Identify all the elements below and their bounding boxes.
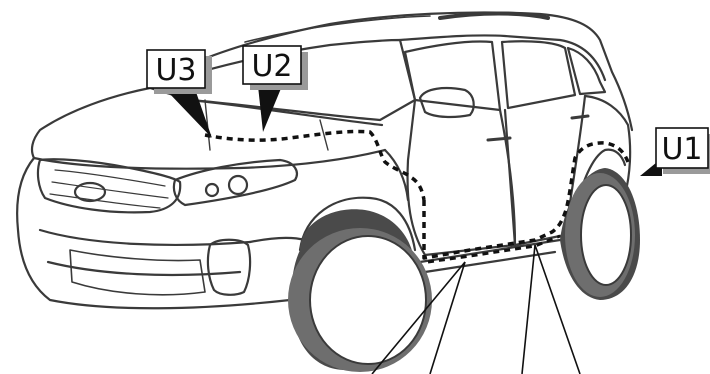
front-door: [408, 100, 515, 255]
callout-u1-label: U1: [661, 132, 702, 167]
callout-u2: U2: [243, 46, 308, 132]
callout-u1: U1: [640, 128, 710, 176]
callout-u2-label: U2: [251, 49, 292, 84]
roof-rail: [440, 14, 548, 19]
callout-u3-label: U3: [155, 53, 196, 88]
fog-light: [208, 240, 250, 295]
rear-door-window: [502, 41, 575, 108]
vehicle-roof: [148, 12, 632, 130]
front-door-window: [405, 41, 500, 110]
harness-cowl-route: [205, 131, 424, 200]
callout-u3: U3: [147, 50, 212, 138]
lower-intake: [70, 250, 205, 295]
front-bumper: [17, 158, 305, 308]
badge-emblem: [75, 183, 105, 201]
